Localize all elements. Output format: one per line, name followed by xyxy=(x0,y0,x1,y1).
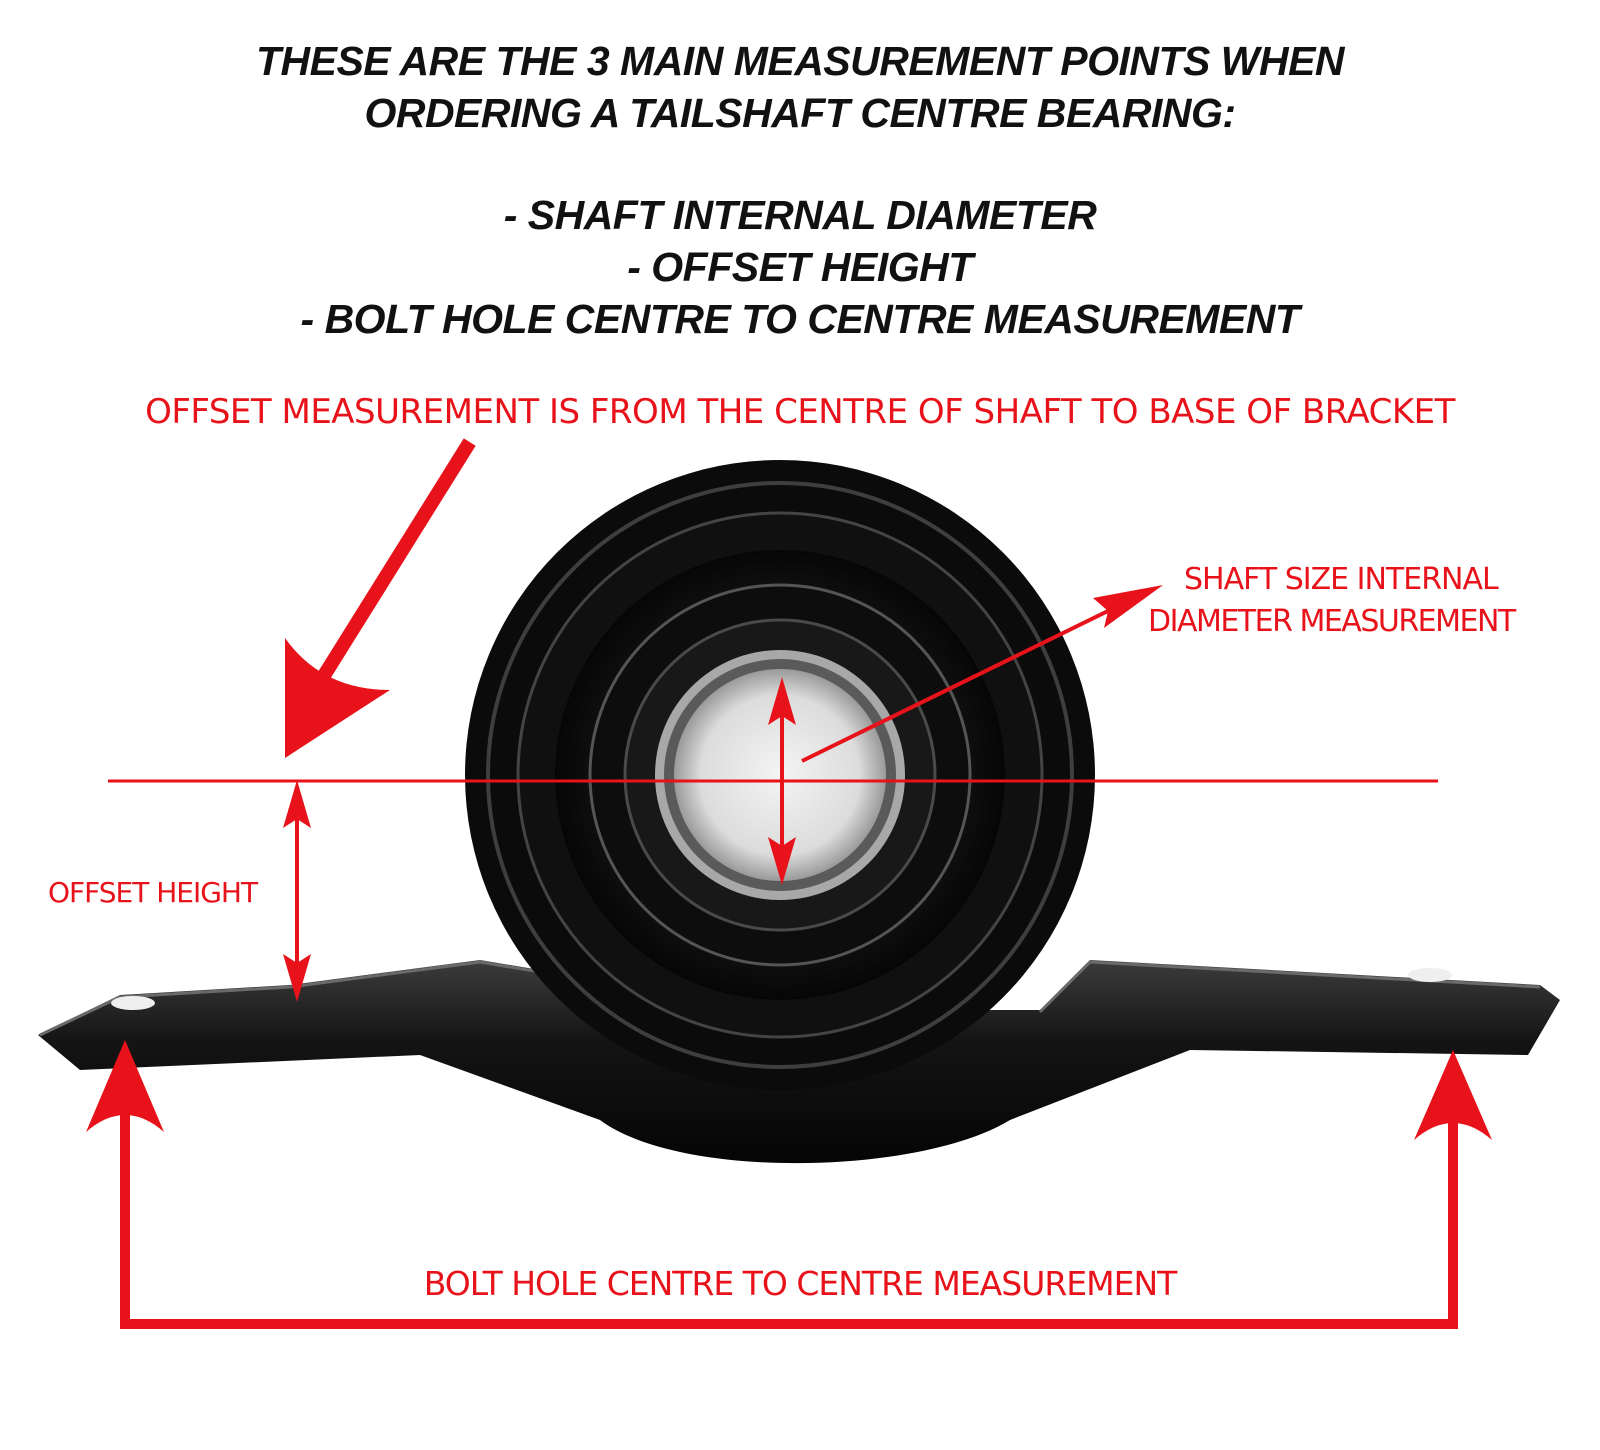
shaft-size-label-line-2: DIAMETER MEASUREMENT xyxy=(1148,604,1516,639)
offset-height-arrow xyxy=(283,780,311,1002)
heading-point-shaft-diameter: - SHAFT INTERNAL DIAMETER xyxy=(503,192,1097,238)
shaft-size-label-line-1: SHAFT SIZE INTERNAL xyxy=(1184,562,1499,597)
heading-line-1: THESE ARE THE 3 MAIN MEASUREMENT POINTS … xyxy=(255,38,1345,84)
heading-point-bolt-hole: - BOLT HOLE CENTRE TO CENTRE MEASUREMENT xyxy=(300,296,1300,342)
right-bolt-hole xyxy=(1408,968,1452,982)
offset-height-label: OFFSET HEIGHT xyxy=(48,876,258,909)
heading-line-2: ORDERING A TAILSHAFT CENTRE BEARING: xyxy=(364,90,1236,136)
shaft-diameter-arrow xyxy=(768,677,796,885)
left-bolt-hole xyxy=(111,996,155,1010)
bolt-hole-label: BOLT HOLE CENTRE TO CENTRE MEASUREMENT xyxy=(423,1264,1178,1303)
offset-note-label: OFFSET MEASUREMENT IS FROM THE CENTRE OF… xyxy=(145,392,1455,432)
shaft-size-leader-arrow xyxy=(801,585,1163,763)
offset-note-arrow xyxy=(285,438,476,758)
bolt-hole-bracket-arrow xyxy=(86,1040,1492,1329)
annotation-marks xyxy=(86,438,1492,1329)
heading-point-offset-height: - OFFSET HEIGHT xyxy=(627,244,973,290)
